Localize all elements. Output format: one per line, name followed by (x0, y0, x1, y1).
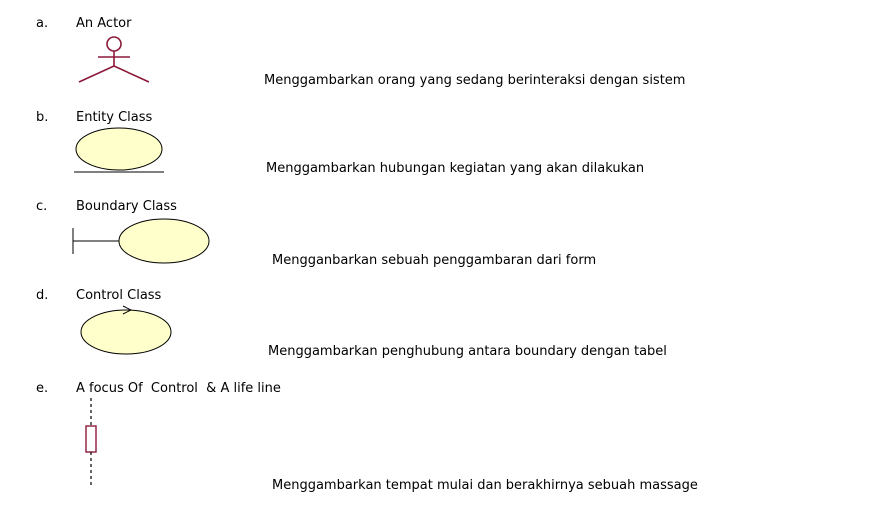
item-e-title: A focus Of Control & A life line (76, 381, 281, 396)
item-a-letter: a. (36, 16, 49, 31)
item-c-title: Boundary Class (76, 199, 177, 214)
item-d-letter: d. (36, 288, 49, 303)
item-d-title: Control Class (76, 288, 162, 303)
lifeline-icon (85, 398, 97, 488)
item-e-letter: e. (36, 381, 49, 396)
item-e-desc: Menggambarkan tempat mulai dan berakhirn… (272, 478, 698, 493)
item-c-letter: c. (36, 199, 48, 214)
control-class-icon (80, 305, 172, 355)
item-b-desc: Menggambarkan hubungan kegiatan yang aka… (266, 161, 645, 176)
item-a-title: An Actor (76, 16, 132, 31)
item-b-title: Entity Class (76, 110, 153, 125)
actor-icon (78, 36, 150, 83)
entity-class-icon (74, 127, 164, 173)
item-d-desc: Menggambarkan penghubung antara boundary… (268, 344, 667, 359)
item-b-letter: b. (36, 110, 49, 125)
boundary-class-icon (72, 218, 210, 264)
item-a-desc: Menggambarkan orang yang sedang berinter… (264, 73, 686, 88)
item-c-desc: Mengganbarkan sebuah penggambaran dari f… (272, 253, 597, 268)
